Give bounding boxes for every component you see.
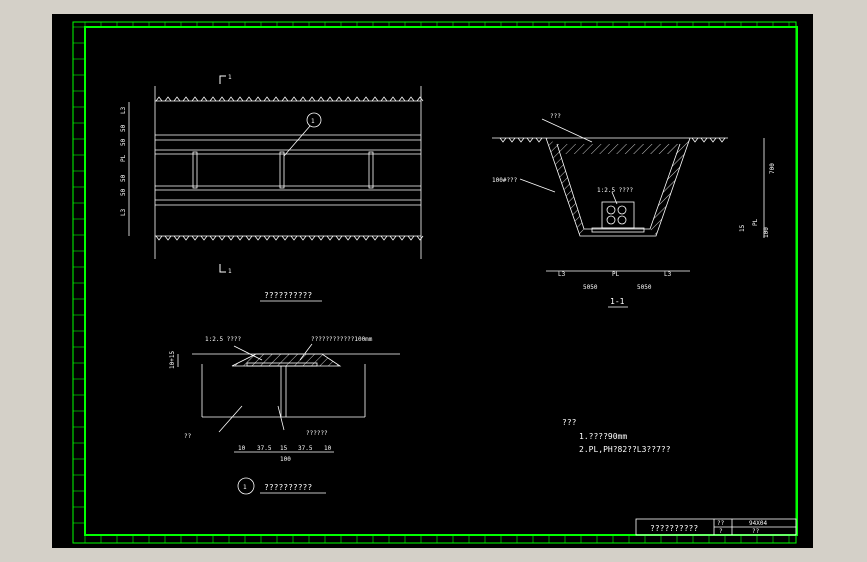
plan-dim-label: 50 [120, 138, 127, 146]
section-bottom-dims: L3 PL L3 [558, 271, 672, 278]
detail-dim-label: 37.5 [257, 445, 272, 452]
title-block [635, 518, 797, 536]
ground-label: ??? [550, 113, 561, 120]
detail-total: 100 [280, 456, 291, 463]
detail-circle-label: 1 [243, 484, 247, 491]
section-bottom-dim-label: L3 [558, 271, 566, 278]
detail-dim-label: 15 [280, 445, 288, 452]
section-right-dim-label: 15 [739, 224, 746, 232]
detail-dim-label: 10 [324, 445, 332, 452]
plan-view [128, 86, 424, 259]
plan-title: ?????????? [264, 291, 312, 300]
title-block-cell3: ? [719, 528, 723, 535]
detail-title: ?????????? [264, 483, 312, 492]
detail-bottom-right-label: ?????? [306, 430, 328, 437]
title-block-cell2: 94X04 [749, 520, 767, 527]
plan-dim-label: 50 [120, 124, 127, 132]
plan-dim-label: L3 [120, 208, 127, 216]
detail-dims: 10 37.5 15 37.5 10 [238, 445, 332, 452]
plan-dim-label: L3 [120, 106, 127, 114]
title-block-cell1: ?? [717, 520, 725, 527]
plan-detail-circle-label: 1 [311, 118, 315, 125]
detail-top-label: 1:2.5 ???? [205, 336, 242, 343]
section-right-dim-label: 100 [763, 227, 770, 238]
notes-line-1: 1.????90mm [579, 432, 627, 441]
detail-dim-label: 37.5 [298, 445, 313, 452]
trench-section [492, 118, 765, 272]
layer-label: 100#??? [492, 177, 518, 184]
joint-detail [177, 343, 400, 453]
section-bottom-dim-label: L3 [664, 271, 672, 278]
section-title: 1-1 [610, 297, 625, 306]
sand-label: 1:2.5 ???? [597, 187, 634, 194]
plan-dim-label: PL [120, 154, 127, 162]
sub-dim-2: 5050 [637, 284, 652, 291]
sub-dim-1: 5050 [583, 284, 598, 291]
detail-left-dim: 10+15 [169, 351, 176, 369]
notes-line-2: 2.PL,PH?82??L3??7?? [579, 445, 671, 454]
section-right-dims: 700 15 PL 100 [739, 163, 776, 238]
notes-heading: ??? [562, 418, 577, 427]
svg-text:1: 1 [228, 268, 232, 275]
title-block-cell4: ?? [752, 528, 760, 535]
section-right-dim-label: PL [752, 218, 759, 226]
detail-circle [237, 477, 255, 495]
section-marker-bottom: 1 [219, 264, 232, 275]
detail-dim-label: 10 [238, 445, 246, 452]
plan-dim-label: 50 [120, 174, 127, 182]
section-bottom-dim-label: PL [612, 271, 620, 278]
detail-right-label: ????????????100mm [311, 336, 373, 343]
drawing-frame [72, 21, 798, 544]
detail-bottom-left-label: ?? [184, 433, 192, 440]
section-marker-top: 1 [219, 74, 232, 84]
title-block-name: ?????????? [650, 524, 698, 533]
svg-text:1: 1 [228, 74, 232, 81]
section-right-dim-label: 700 [769, 163, 776, 174]
plan-dim-label: 50 [120, 188, 127, 196]
